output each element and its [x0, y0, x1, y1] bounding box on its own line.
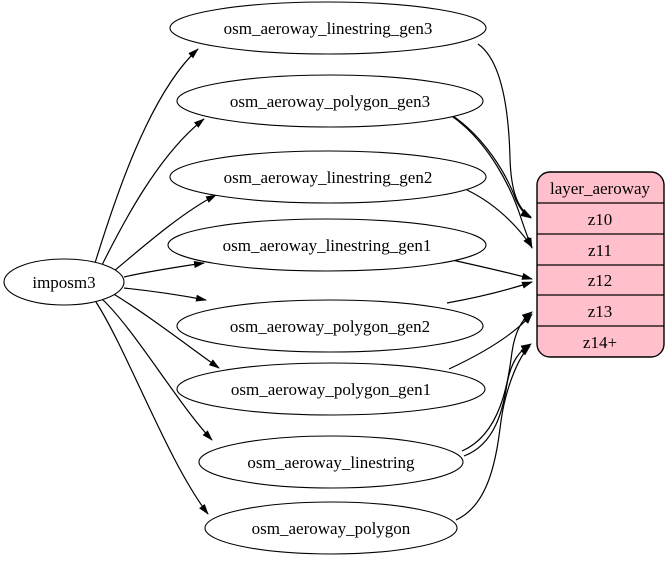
layer-title: layer_aeroway — [550, 179, 651, 198]
imposm3-ellipse — [3, 258, 125, 306]
edge-imposm3-osm_aeroway_linestring_gen3 — [94, 48, 199, 264]
node-osm_aeroway_linestring_gen2: osm_aeroway_linestring_gen2 — [169, 150, 487, 204]
edge-imposm3-osm_aeroway_linestring_gen1 — [123, 261, 205, 278]
table-label: osm_aeroway_linestring_gen3 — [224, 19, 433, 38]
edge-imposm3-osm_aeroway_linestring — [101, 298, 213, 441]
zoom-row-z11: z11 — [588, 241, 612, 260]
edge-osm_aeroway_polygon_gen2-z12 — [446, 281, 533, 304]
edge-osm_aeroway_linestring_gen1-z12 — [451, 259, 533, 280]
node-layer_aeroway: layer_aeroway z10 z11 z12 z13 z14+ — [536, 171, 665, 358]
node-osm_aeroway_polygon_gen3: osm_aeroway_polygon_gen3 — [176, 74, 484, 128]
edges-from-source — [94, 48, 220, 515]
edge-osm_aeroway_linestring_gen2-z11 — [466, 189, 533, 248]
table-ellipse — [176, 362, 486, 416]
zoom-row-z12: z12 — [588, 271, 613, 290]
edge-imposm3-osm_aeroway_polygon — [95, 301, 209, 515]
node-osm_aeroway_linestring_gen3: osm_aeroway_linestring_gen3 — [169, 1, 487, 55]
node-osm_aeroway_linestring_gen1: osm_aeroway_linestring_gen1 — [167, 218, 487, 272]
table-ellipse — [176, 74, 484, 128]
table-ellipse — [204, 501, 458, 555]
node-imposm3: imposm3 — [3, 258, 125, 306]
imposm3-label: imposm3 — [32, 273, 95, 292]
table-label: osm_aeroway_polygon_gen1 — [231, 380, 431, 399]
table-ellipse — [176, 299, 484, 353]
zoom-row-z10: z10 — [588, 210, 613, 229]
table-ellipse — [198, 435, 464, 489]
table-label: osm_aeroway_polygon_gen3 — [230, 92, 430, 111]
table-label: osm_aeroway_polygon — [252, 519, 411, 538]
table-ellipse — [167, 218, 487, 272]
edge-imposm3-osm_aeroway_linestring_gen2 — [113, 194, 217, 272]
node-osm_aeroway_linestring: osm_aeroway_linestring — [198, 435, 464, 489]
edge-osm_aeroway_polygon-z14 — [455, 345, 531, 521]
table-ellipse — [169, 150, 487, 204]
table-label: osm_aeroway_linestring_gen2 — [224, 168, 433, 187]
zoom-row-z14: z14+ — [583, 333, 617, 352]
node-osm_aeroway_polygon_gen2: osm_aeroway_polygon_gen2 — [176, 299, 484, 353]
table-ellipse — [169, 1, 487, 55]
edges-to-layer — [446, 43, 533, 521]
edge-osm_aeroway_linestring-z14 — [463, 343, 532, 457]
edge-imposm3-osm_aeroway_polygon_gen3 — [101, 118, 205, 266]
node-osm_aeroway_polygon: osm_aeroway_polygon — [204, 501, 458, 555]
edge-osm_aeroway_linestring_gen3-z10 — [477, 43, 532, 218]
zoom-row-z13: z13 — [588, 302, 613, 321]
table-label: osm_aeroway_linestring_gen1 — [223, 236, 432, 255]
table-label: osm_aeroway_polygon_gen2 — [230, 317, 430, 336]
edge-imposm3-osm_aeroway_polygon_gen2 — [123, 287, 207, 302]
node-osm_aeroway_polygon_gen1: osm_aeroway_polygon_gen1 — [176, 362, 486, 416]
table-label: osm_aeroway_linestring — [247, 453, 415, 472]
edge-imposm3-osm_aeroway_polygon_gen1 — [111, 292, 220, 369]
edge-osm_aeroway_polygon_gen3-z10 — [446, 111, 532, 219]
edge-osm_aeroway_linestring-z13 — [461, 311, 533, 452]
